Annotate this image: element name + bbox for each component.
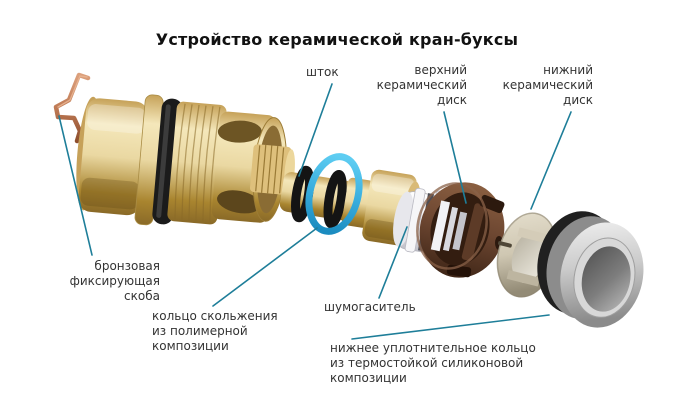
upper-ceramic-disc-illustration — [416, 182, 505, 278]
label-bronze-clip: бронзовая фиксирующая скоба — [69, 259, 160, 303]
label-lower-ceramic-disc: нижний керамический диск — [502, 63, 593, 107]
slide-ring-illustration — [305, 153, 363, 235]
label-silencer: шумогаситель — [324, 300, 416, 314]
brass-body-illustration — [76, 94, 295, 226]
leader-line-seal-ring — [351, 314, 550, 340]
leader-line-stem — [298, 83, 333, 177]
label-seal-ring: нижнее уплотнительное кольцо из термосто… — [330, 341, 536, 385]
leader-line-slide-ring — [212, 227, 318, 307]
leader-line-lower-disc — [530, 111, 572, 210]
label-upper-ceramic-disc: верхний керамический диск — [376, 63, 467, 107]
seal-ring-illustration — [537, 211, 644, 328]
thread-lines — [174, 103, 221, 223]
label-slide-ring: кольцо скольжения из полимерной композиц… — [152, 309, 278, 353]
diagram-title: Устройство керамической кран-буксы — [155, 30, 519, 49]
bronze-clip-illustration — [53, 72, 91, 144]
label-stem: шток — [306, 65, 339, 79]
leader-line-clip — [58, 115, 93, 256]
leader-line-upper-disc — [443, 111, 467, 204]
stem-o-ring-2 — [323, 169, 347, 229]
leader-line-silencer — [378, 226, 408, 299]
leader-lines — [58, 83, 572, 340]
